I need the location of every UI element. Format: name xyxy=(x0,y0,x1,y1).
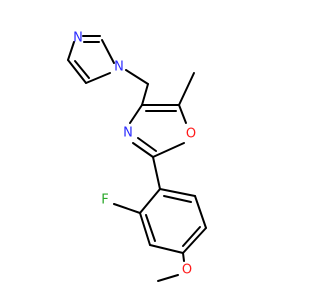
bond-methoxy-o-methyl xyxy=(157,274,179,282)
atom-label-imidazole-n-linked: N xyxy=(114,60,124,75)
bond-ox-c5-o xyxy=(178,104,187,124)
bond-ph-c3-c4 xyxy=(149,244,184,254)
bond-imid-n1-c2 xyxy=(101,39,115,64)
bond-ox-n-c2 xyxy=(132,142,154,158)
bond-ph-c2-c3 xyxy=(139,212,151,246)
bond-imid-c5-n1 xyxy=(85,72,111,84)
bond-ph-c6-c1-double xyxy=(163,195,192,203)
bond-ph-c1-c2 xyxy=(139,188,161,214)
bond-imid-c4-c5 xyxy=(67,59,87,84)
bond-ox-c4-n xyxy=(129,104,143,124)
bond-ch2-c4 xyxy=(141,83,149,106)
bond-imid-n3-c4 xyxy=(67,41,75,61)
bond-ox-phenyl xyxy=(152,156,161,190)
bond-ph-c4-c5 xyxy=(182,227,207,254)
atom-label-oxazole-n: N xyxy=(123,126,133,141)
bond-ph-c5-c6 xyxy=(194,195,207,229)
atom-label-fluoro: F xyxy=(101,193,108,208)
bond-ph-c4-c5-double xyxy=(182,226,201,247)
bond-ox-n-c2-double xyxy=(137,137,157,152)
molecule-diagram: N N N O F O xyxy=(67,31,207,282)
bond-ph-c2-c3-double xyxy=(145,214,156,242)
atom-label-imidazole-n-top: N xyxy=(73,31,83,46)
bond-ph-c6-c1 xyxy=(159,188,196,197)
bond-ph-fluoro xyxy=(113,203,141,214)
atom-label-methoxy-o: O xyxy=(182,263,192,278)
bond-ox-c5-methyl xyxy=(178,72,195,106)
atom-label-oxazole-o: O xyxy=(186,127,196,142)
bond-imid-c4-c5-double xyxy=(74,60,90,79)
structure-svg: N N N O F O xyxy=(67,31,207,282)
bond-ph-methoxy-o xyxy=(182,252,185,262)
bond-n1-ch2 xyxy=(125,69,149,85)
bond-ox-c2-o xyxy=(152,142,185,158)
